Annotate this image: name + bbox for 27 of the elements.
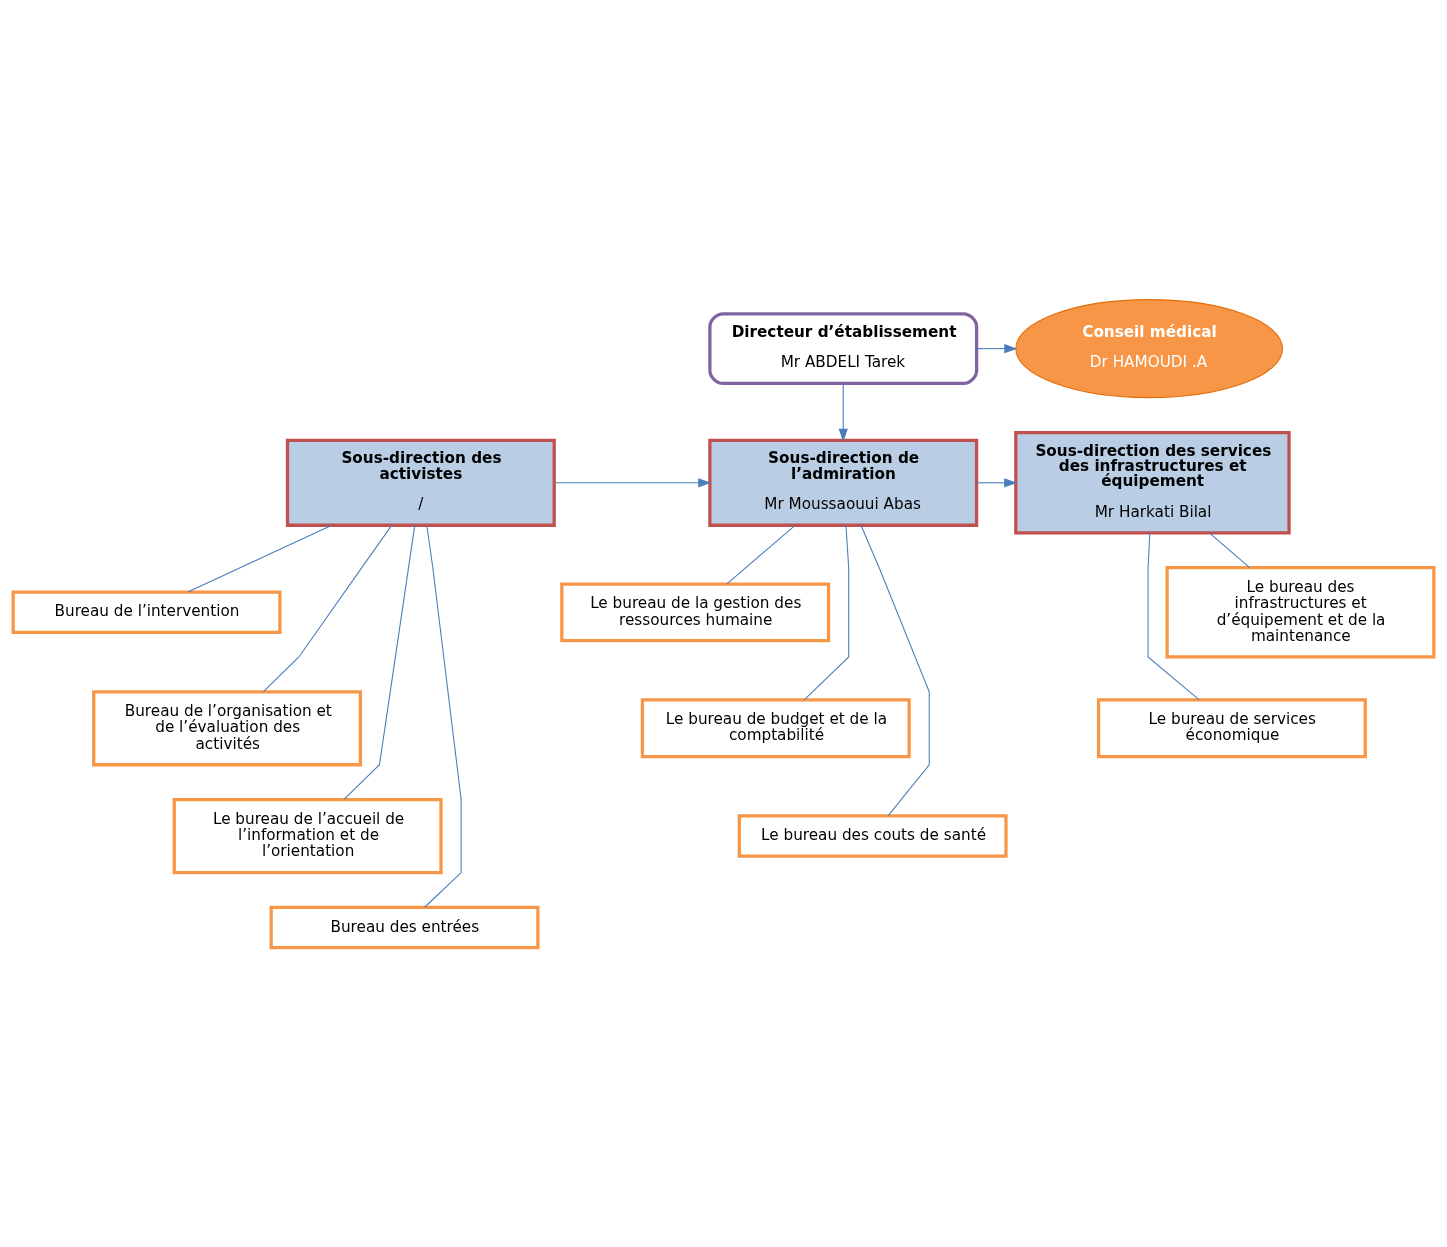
arrow — [553, 478, 712, 488]
connector — [1147, 532, 1200, 701]
node-box: Le bureau des couts de santé — [737, 814, 1008, 858]
connector — [803, 524, 850, 701]
connector — [187, 524, 332, 593]
node-box: Bureau des entrées — [269, 905, 540, 950]
arrow — [838, 383, 848, 442]
connector — [726, 525, 796, 585]
node-box: Bureau de l’organisation et de l’évaluation des activités — [92, 690, 363, 767]
arrow — [976, 478, 1018, 488]
node-box: Sous-direction des services des infrastructures et équipement Mr Harkati Bilal — [1014, 431, 1291, 535]
connector — [424, 524, 462, 908]
node-box: Le bureau des infrastructures et d’équipement et de la maintenance — [1165, 566, 1436, 659]
connector — [343, 524, 416, 800]
node-box: Le bureau de services économique — [1096, 698, 1367, 759]
node-box: Le bureau de budget et de la comptabilité — [640, 698, 911, 759]
arrow — [976, 344, 1018, 354]
node-box: Sous-direction de l’admiration Mr Moussaouui Abas — [708, 438, 979, 527]
node-ellipse: Conseil médical Dr HAMOUDI .A — [1015, 299, 1284, 399]
node-box: Sous-direction des activistes / — [285, 438, 556, 527]
node-box: Le bureau de l’accueil de l’information et de l’orientation — [172, 797, 443, 875]
node-box: Le bureau de la gestion des ressources humaine — [560, 582, 831, 643]
connector — [1209, 532, 1251, 569]
node-box: Directeur d’établissement Mr ABDELI Tarek — [708, 312, 979, 386]
node-box: Bureau de l’intervention — [11, 590, 282, 635]
connector — [860, 524, 930, 817]
connector — [262, 524, 393, 693]
